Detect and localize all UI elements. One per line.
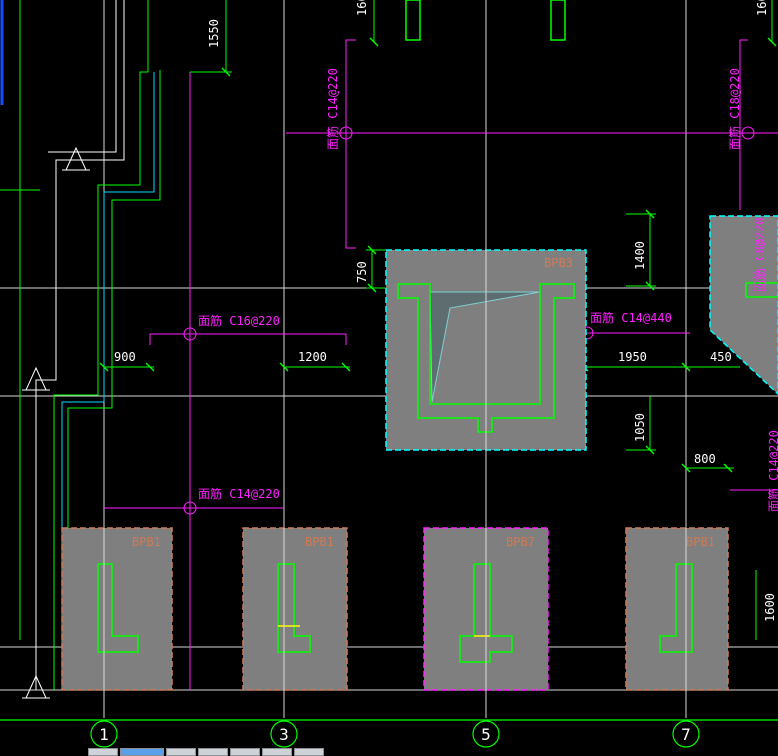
layout-tab[interactable] — [230, 748, 260, 756]
axis-label-3: 3 — [279, 725, 289, 744]
layout-tab[interactable] — [88, 748, 118, 756]
rebar-label-h-bpb3: 面筋 C14@440 — [590, 310, 672, 325]
layout-tabs — [88, 748, 324, 756]
rebar-label-v-far-right-bottom: 面筋 C14@220 — [766, 430, 778, 512]
level-marker-icons — [22, 146, 90, 699]
dim-1200: 1200 — [298, 350, 327, 364]
axis-label-7: 7 — [681, 725, 691, 744]
layout-tab-active[interactable] — [120, 748, 164, 756]
bpb1-block-1 — [61, 527, 173, 691]
top-column-stubs — [405, 0, 566, 41]
dim-1050: 1050 — [633, 413, 647, 442]
block-tags: BPB3 BPB1 BPB1 BPB7 BPB1 — [132, 256, 715, 549]
rebar-circle-icons — [183, 126, 755, 515]
right-partial-block — [709, 215, 778, 396]
layout-tab[interactable] — [262, 748, 292, 756]
layout-tab[interactable] — [198, 748, 228, 756]
dimension-texts: 1550 160 160 750 1400 900 1200 1950 450 … — [114, 0, 777, 622]
grid-lines-overlay — [103, 250, 687, 718]
layout-tab[interactable] — [294, 748, 324, 756]
rebar-label-h-low: 面筋 C14@220 — [198, 486, 280, 501]
bpb1-block-3 — [625, 527, 729, 691]
tag-bpb1-b: BPB1 — [305, 535, 334, 549]
dim-160-left: 160 — [355, 0, 369, 16]
dimension-ticks — [99, 37, 777, 473]
rebar-label-v-left: 面筋 C14@220 — [325, 68, 340, 150]
rebar-texts: 面筋 C14@220 面筋 C18@220 面筋 C16@220 面筋 C14@… — [198, 68, 778, 512]
dim-800: 800 — [694, 452, 716, 466]
tag-bpb1-a: BPB1 — [132, 535, 161, 549]
dim-1550: 1550 — [207, 19, 221, 48]
axis-label-1: 1 — [99, 725, 109, 744]
bpb1-block-2 — [242, 527, 348, 691]
dim-1400: 1400 — [633, 241, 647, 270]
rebar-label-h-mid: 面筋 C16@220 — [198, 313, 280, 328]
axis-labels: 1 3 5 7 — [99, 725, 691, 744]
dim-450: 450 — [710, 350, 732, 364]
tag-bpb1-c: BPB1 — [686, 535, 715, 549]
tag-bpb3: BPB3 — [544, 256, 573, 270]
rebar-label-v-far-right-top: 面筋 C8@220 — [752, 217, 767, 292]
wall-outline-green — [0, 0, 161, 690]
wall-outline-cyan — [61, 72, 155, 690]
tag-bpb7: BPB7 — [506, 535, 535, 549]
dimension-lines — [104, 0, 773, 640]
dim-1600: 1600 — [763, 593, 777, 622]
rebar-lines — [104, 39, 778, 690]
dim-750: 750 — [355, 261, 369, 283]
wall-outline-white — [35, 0, 125, 690]
dim-900: 900 — [114, 350, 136, 364]
layout-tab[interactable] — [166, 748, 196, 756]
axis-bubbles — [0, 719, 778, 748]
dim-160-right: 160 — [755, 0, 769, 16]
rebar-label-v-right: 面筋 C18@220 — [727, 68, 742, 150]
axis-label-5: 5 — [481, 725, 491, 744]
dim-1950: 1950 — [618, 350, 647, 364]
